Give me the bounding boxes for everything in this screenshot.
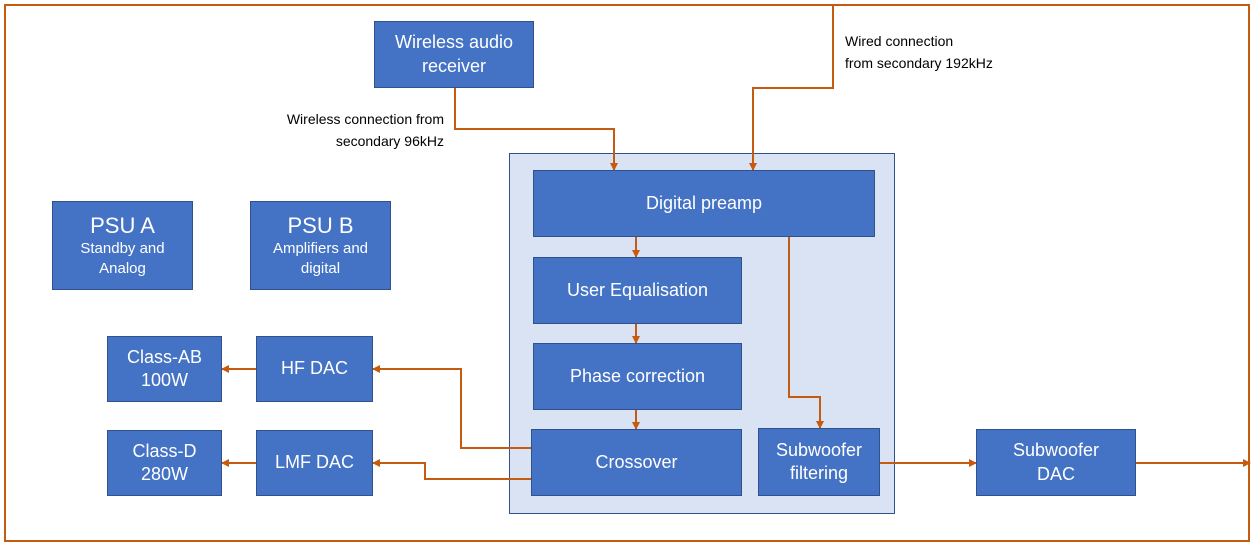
lmf-dac-block: LMF DAC bbox=[256, 430, 373, 496]
user-eq-label: User Equalisation bbox=[566, 279, 709, 300]
class-ab-line1: Class-AB bbox=[126, 346, 202, 367]
phase-correction-block: Phase correction bbox=[533, 343, 742, 410]
psu-b-block: PSU B Amplifiers and digital bbox=[250, 201, 391, 290]
wireless-label-line2: secondary 96kHz bbox=[335, 132, 444, 149]
phase-correction-label: Phase correction bbox=[569, 365, 706, 386]
wireless-connection-label: Wireless connection from secondary 96kHz bbox=[238, 109, 444, 152]
wired-connection-label: Wired connection from secondary 192kHz bbox=[845, 31, 993, 74]
subwoofer-filtering-block: Subwoofer filtering bbox=[758, 428, 880, 496]
wire-crossover-to-lmf-dac bbox=[372, 459, 531, 480]
sub-dac-line2: DAC bbox=[1036, 463, 1075, 484]
class-ab-amp-block: Class-AB 100W bbox=[107, 336, 222, 402]
wired-label-line1: Wired connection bbox=[845, 33, 954, 49]
class-d-line1: Class-D bbox=[132, 440, 197, 461]
hf-dac-label: HF DAC bbox=[281, 358, 348, 379]
wire-wired-to-preamp bbox=[749, 6, 834, 171]
class-d-amp-block: Class-D 280W bbox=[107, 430, 222, 496]
psu-a-title: PSU A bbox=[90, 212, 155, 238]
wire-crossover-to-hf-dac bbox=[372, 365, 531, 449]
subwoofer-dac-block: Subwoofer DAC bbox=[976, 429, 1136, 496]
lmf-dac-label: LMF DAC bbox=[274, 452, 354, 473]
wireless-receiver-line1: Wireless audio bbox=[394, 32, 514, 53]
diagram-frame bbox=[4, 4, 1250, 542]
wire-wireless-to-preamp bbox=[454, 88, 618, 171]
crossover-block: Crossover bbox=[531, 429, 742, 496]
class-d-line2: 280W bbox=[140, 464, 189, 484]
psu-b-line2: digital bbox=[300, 260, 341, 278]
hf-dac-block: HF DAC bbox=[256, 336, 373, 402]
sub-dac-line1: Subwoofer bbox=[1012, 440, 1100, 461]
psu-a-line2: Analog bbox=[99, 260, 146, 278]
wireless-receiver-line2: receiver bbox=[421, 55, 487, 76]
sub-filtering-line1: Subwoofer bbox=[775, 439, 863, 460]
psu-a-block: PSU A Standby and Analog bbox=[52, 201, 193, 290]
wireless-audio-receiver-block: Wireless audio receiver bbox=[374, 21, 534, 88]
crossover-label: Crossover bbox=[595, 451, 678, 472]
user-equalisation-block: User Equalisation bbox=[533, 257, 742, 324]
wired-label-line2: from secondary 192kHz bbox=[845, 54, 993, 71]
digital-preamp-block: Digital preamp bbox=[533, 170, 875, 237]
psu-a-line1: Standby and bbox=[80, 240, 165, 257]
digital-preamp-label: Digital preamp bbox=[645, 192, 763, 213]
wire-preamp-to-sub-filter bbox=[788, 237, 824, 429]
wireless-label-line1: Wireless connection from bbox=[286, 111, 444, 127]
class-ab-line2: 100W bbox=[140, 370, 189, 390]
psu-b-title: PSU B bbox=[287, 212, 354, 238]
sub-filtering-line2: filtering bbox=[789, 463, 849, 483]
psu-b-line1: Amplifiers and bbox=[272, 240, 369, 257]
